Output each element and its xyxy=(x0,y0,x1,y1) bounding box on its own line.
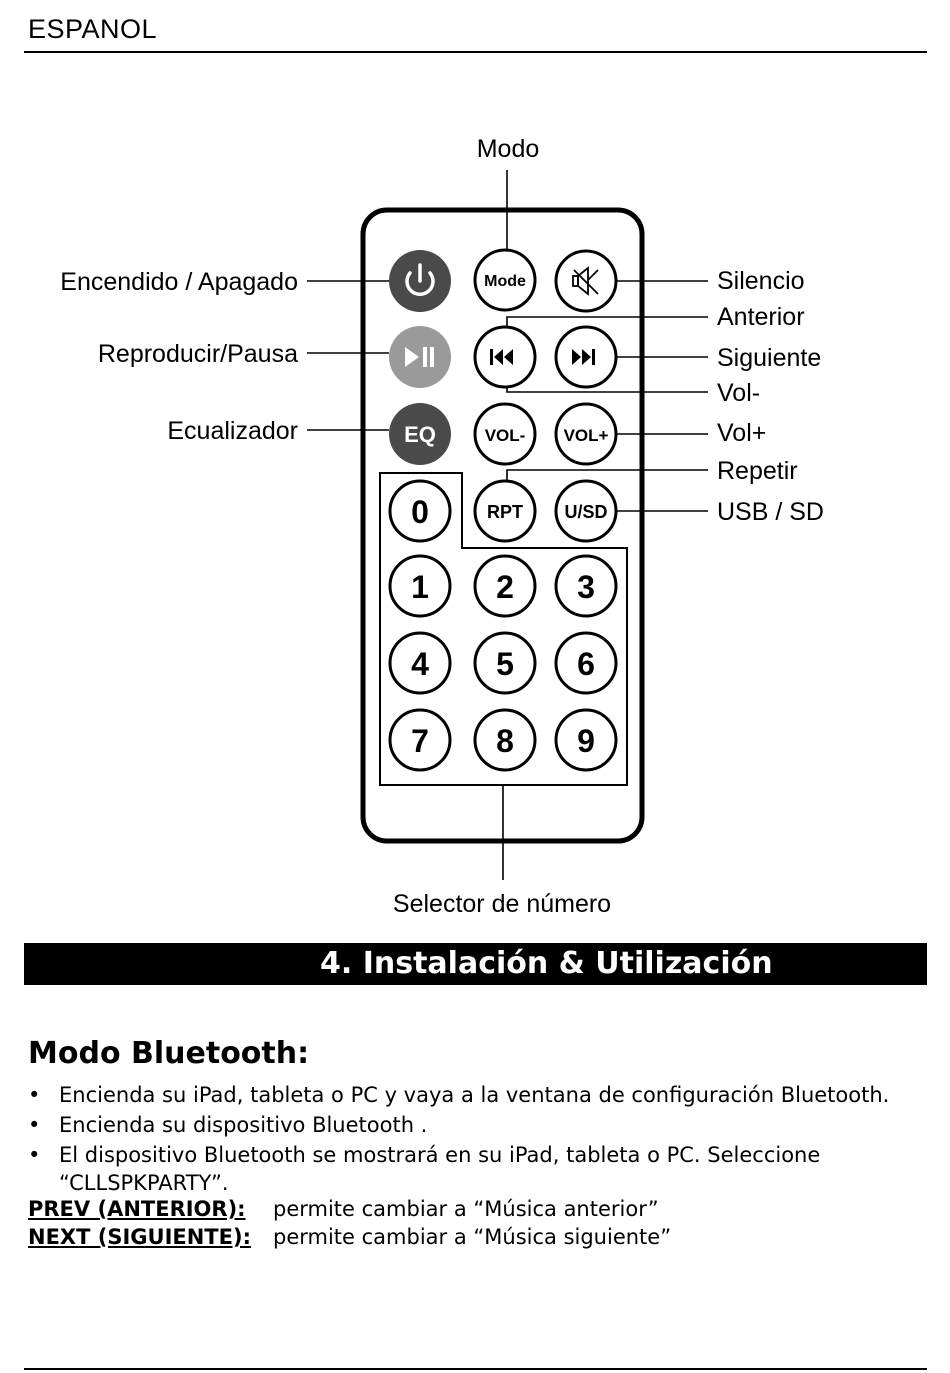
previous-track-icon xyxy=(490,349,513,365)
play-pause-icon xyxy=(405,347,434,367)
mute-button[interactable] xyxy=(554,249,618,313)
digit-4-button[interactable]: 4 xyxy=(388,631,452,695)
section-heading-bar: 4. Instalación & Utilización xyxy=(24,943,927,985)
digit-0-label: 0 xyxy=(411,494,429,530)
vol-down-button-label: VOL- xyxy=(485,426,526,445)
list-item: El dispositivo Bluetooth se mostrará en … xyxy=(28,1140,928,1196)
digit-9-button[interactable]: 9 xyxy=(554,708,618,772)
definition-term-prev: PREV (ANTERIOR): xyxy=(28,1197,246,1221)
power-icon xyxy=(405,263,435,297)
callout-equalizer: Ecualizador xyxy=(167,417,298,445)
language-header: ESPANOL xyxy=(28,14,158,44)
digit-7-button[interactable]: 7 xyxy=(388,708,452,772)
list-item: Encienda su dispositivo Bluetooth . xyxy=(28,1110,928,1140)
definition-desc-next: permite cambiar a “Música siguiente” xyxy=(273,1225,672,1249)
bullet-text-3: El dispositivo Bluetooth se mostrará en … xyxy=(59,1143,821,1167)
bluetooth-steps-list: Encienda su iPad, tableta o PC y vaya a … xyxy=(28,1080,928,1196)
digit-8-label: 8 xyxy=(496,723,514,759)
usb-sd-button[interactable]: U/SD xyxy=(554,479,618,543)
next-button[interactable] xyxy=(554,325,618,389)
digit-2-label: 2 xyxy=(496,569,514,605)
callout-mode: Modo xyxy=(477,135,540,163)
list-item: Encienda su iPad, tableta o PC y vaya a … xyxy=(28,1080,928,1110)
callout-repeat: Repetir xyxy=(717,457,798,485)
digit-1-button[interactable]: 1 xyxy=(388,554,452,618)
repeat-button-label: RPT xyxy=(487,502,523,522)
definition-term-next: NEXT (SIGUIENTE): xyxy=(28,1225,251,1249)
callout-mute: Silencio xyxy=(717,267,805,295)
callout-play-pause: Reproducir/Pausa xyxy=(98,340,298,368)
definition-next: NEXT (SIGUIENTE): permite cambiar a “Músi… xyxy=(28,1225,671,1249)
vol-up-button[interactable]: VOL+ xyxy=(554,402,618,466)
previous-button[interactable] xyxy=(473,325,537,389)
digit-6-button[interactable]: 6 xyxy=(554,631,618,695)
digit-3-label: 3 xyxy=(577,569,595,605)
eq-button-label: EQ xyxy=(404,422,436,447)
callout-vol-down: Vol- xyxy=(717,379,760,407)
definition-desc-prev: permite cambiar a “Música anterior” xyxy=(273,1197,659,1221)
callout-usb-sd: USB / SD xyxy=(717,498,824,526)
digit-9-label: 9 xyxy=(577,723,595,759)
vol-down-button[interactable]: VOL- xyxy=(473,402,537,466)
callout-lines xyxy=(307,170,708,880)
next-track-icon xyxy=(572,349,595,365)
digit-3-button[interactable]: 3 xyxy=(554,554,618,618)
bottom-rule xyxy=(24,1368,927,1370)
bullet-text-1: Encienda su iPad, tableta o PC y vaya a … xyxy=(59,1083,890,1107)
eq-button[interactable]: EQ xyxy=(389,403,451,465)
digit-4-label: 4 xyxy=(411,646,429,682)
digit-0-button[interactable]: 0 xyxy=(388,479,452,543)
callout-previous: Anterior xyxy=(717,303,805,331)
remote-control-diagram: Mode xyxy=(60,135,824,918)
number-area-outline xyxy=(379,472,628,786)
digit-7-label: 7 xyxy=(411,723,429,759)
callout-power: Encendido / Apagado xyxy=(60,268,298,296)
callout-number-selector: Selector de número xyxy=(393,890,611,918)
digit-1-label: 1 xyxy=(411,569,429,605)
section-heading: 4. Instalación & Utilización xyxy=(320,946,773,981)
bluetooth-mode-title: Modo Bluetooth: xyxy=(28,1036,310,1071)
usb-sd-button-label: U/SD xyxy=(564,502,607,522)
mode-button-label: Mode xyxy=(484,273,526,290)
callout-vol-up: Vol+ xyxy=(717,419,766,447)
digit-5-label: 5 xyxy=(496,646,514,682)
digit-8-button[interactable]: 8 xyxy=(473,708,537,772)
digit-2-button[interactable]: 2 xyxy=(473,554,537,618)
digit-5-button[interactable]: 5 xyxy=(473,631,537,695)
vol-up-button-label: VOL+ xyxy=(564,426,609,445)
mode-button[interactable]: Mode xyxy=(473,248,537,312)
bullet-text-2: Encienda su dispositivo Bluetooth . xyxy=(59,1113,428,1137)
callout-next: Siguiente xyxy=(717,344,821,372)
mute-icon xyxy=(572,266,599,296)
bullet-text-3-continuation: “CLLSPKPARTY”. xyxy=(59,1171,229,1195)
top-rule xyxy=(24,51,927,53)
power-button[interactable] xyxy=(389,250,451,312)
definition-prev: PREV (ANTERIOR): permite cambiar a “Músic… xyxy=(28,1197,659,1221)
digit-6-label: 6 xyxy=(577,646,595,682)
play-pause-button[interactable] xyxy=(389,326,451,388)
repeat-button[interactable]: RPT xyxy=(473,479,537,543)
